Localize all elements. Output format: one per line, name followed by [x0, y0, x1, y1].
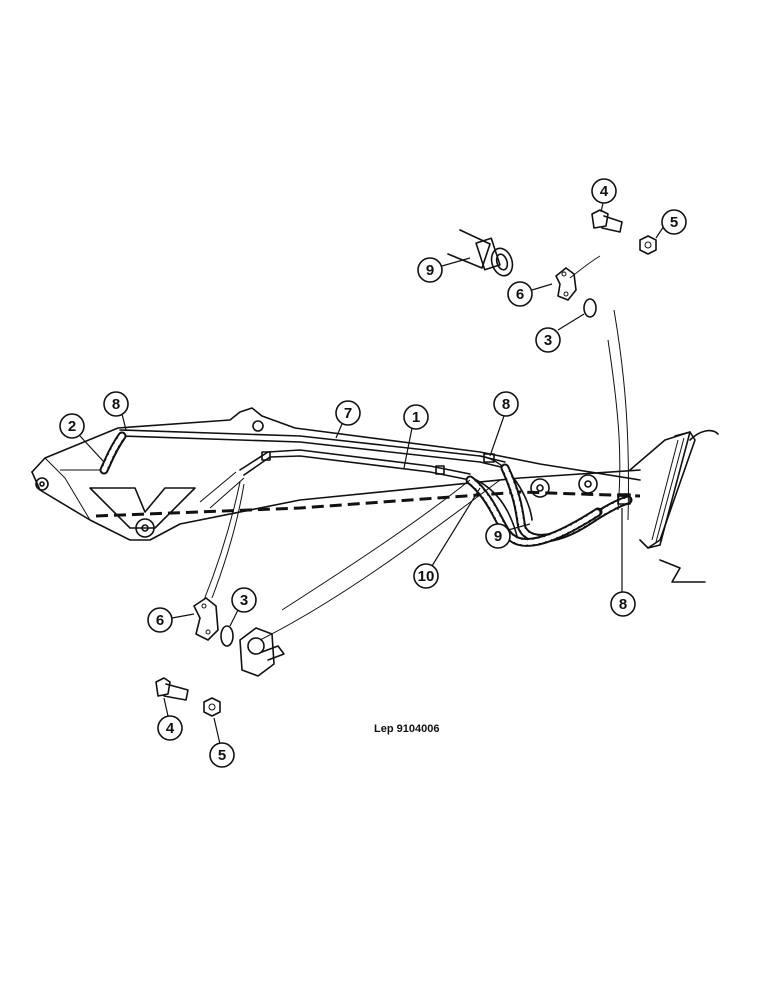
svg-text:8: 8	[619, 596, 627, 613]
hydraulic-tubes	[99, 309, 633, 641]
callout-3-bottom: 3	[229, 587, 257, 627]
callout-10: 10	[413, 487, 481, 589]
callout-5-bottom: 5	[209, 717, 235, 768]
reference-code: Lep 9104006	[374, 723, 439, 735]
svg-text:10: 10	[418, 568, 435, 585]
callout-7: 7	[335, 400, 361, 439]
callout-9-top: 9	[417, 257, 471, 283]
svg-text:3: 3	[240, 592, 248, 609]
callout-4-bottom: 4	[157, 697, 183, 741]
callout-5-top: 5	[655, 209, 687, 239]
exploded-parts-lower	[155, 597, 285, 717]
svg-text:9: 9	[494, 528, 502, 545]
callout-8-mid: 8	[489, 391, 519, 457]
svg-text:2: 2	[68, 418, 76, 435]
boom-centerline	[95, 490, 641, 518]
callout-1: 1	[403, 404, 429, 469]
callout-4-top: 4	[591, 178, 617, 213]
callout-6-bottom: 6	[147, 607, 195, 633]
svg-text:7: 7	[344, 405, 352, 422]
callout-8-right: 8	[610, 508, 636, 617]
callout-6-top: 6	[507, 281, 553, 307]
svg-text:3: 3	[544, 332, 552, 349]
callout-9-mid: 9	[485, 523, 531, 549]
svg-text:9: 9	[426, 262, 434, 279]
boom-structure	[31, 407, 719, 583]
svg-text:6: 6	[516, 286, 524, 303]
svg-text:5: 5	[670, 214, 678, 231]
svg-text:8: 8	[502, 396, 510, 413]
svg-text:4: 4	[600, 183, 609, 200]
svg-text:4: 4	[166, 720, 175, 737]
svg-text:5: 5	[218, 747, 226, 764]
callout-8-left: 8	[103, 391, 129, 431]
callout-3-top: 3	[535, 313, 585, 353]
svg-text:8: 8	[112, 396, 120, 413]
exploded-parts-upper	[447, 209, 657, 318]
callout-2: 2	[59, 413, 105, 463]
svg-text:1: 1	[412, 409, 420, 426]
svg-text:6: 6	[156, 612, 164, 629]
